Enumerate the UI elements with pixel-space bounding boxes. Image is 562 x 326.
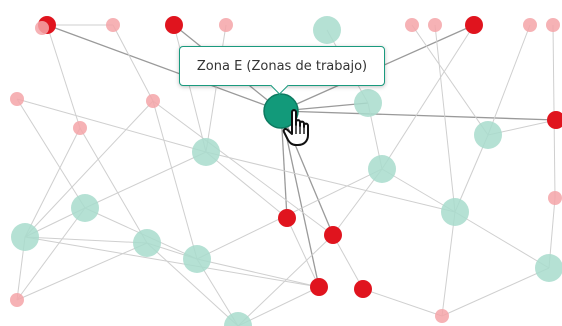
graph-edge: [46, 24, 81, 129]
graph-edge: [280, 110, 557, 121]
graph-node-n-selected[interactable]: [263, 93, 299, 129]
graph-edge: [173, 24, 207, 153]
graph-node-n-red-mid-2[interactable]: [324, 226, 342, 244]
graph-node-n-top-red-1[interactable]: [165, 16, 183, 34]
graph-edge: [112, 24, 154, 102]
graph-node-n-pink-bl[interactable]: [10, 293, 24, 307]
graph-node-n-teal-left-1[interactable]: [71, 194, 99, 222]
graph-edge: [24, 127, 81, 238]
graph-edge: [205, 24, 227, 153]
hand-pointer-icon: [282, 109, 309, 146]
graph-node-n-teal-right-3[interactable]: [441, 198, 469, 226]
node-tooltip: Zona E (Zonas de trabajo): [179, 46, 385, 95]
graph-edge: [237, 234, 334, 326]
graph-edge: [286, 217, 320, 288]
graph-nodes: [10, 16, 562, 326]
graph-edge: [24, 100, 154, 238]
graph-node-n-teal-mid-1[interactable]: [192, 138, 220, 166]
graph-edge: [146, 242, 239, 326]
graph-node-n-left-pink-2[interactable]: [73, 121, 87, 135]
graph-edge: [434, 24, 456, 213]
graph-edge: [237, 286, 320, 326]
graph-node-n-teal-mid-2[interactable]: [133, 229, 161, 257]
graph-node-n-top-red-2[interactable]: [465, 16, 483, 34]
graph-node-n-red-bot-2[interactable]: [354, 280, 372, 298]
graph-node-n-tl-pink-ghost[interactable]: [35, 21, 49, 35]
graph-edge: [16, 98, 86, 209]
graph-edge: [24, 236, 148, 244]
graph-node-n-teal-left-2[interactable]: [11, 223, 39, 251]
graph-edge: [381, 168, 456, 213]
graph-node-n-top-pink-3[interactable]: [405, 18, 419, 32]
graph-edge: [16, 207, 86, 301]
graph-node-n-red-mid-1[interactable]: [278, 209, 296, 227]
graph-node-n-teal-mid-3[interactable]: [183, 245, 211, 273]
graph-node-n-teal-right-1[interactable]: [354, 89, 382, 117]
graph-edge: [196, 258, 320, 288]
graph-edge: [332, 234, 364, 290]
graph-edge: [441, 267, 550, 317]
graph-node-n-top-pink-2[interactable]: [219, 18, 233, 32]
graph-edge: [205, 151, 288, 219]
graph-node-n-top-pink-6[interactable]: [546, 18, 560, 32]
graph-node-n-top-pink-4[interactable]: [428, 18, 442, 32]
graph-edge: [46, 24, 282, 112]
graph-edge: [16, 242, 148, 301]
graph-edge: [84, 151, 207, 209]
graph-node-n-top-pink-1[interactable]: [106, 18, 120, 32]
graph-node-n-top-pink-5[interactable]: [523, 18, 537, 32]
graph-node-n-pink-bot-r[interactable]: [435, 309, 449, 323]
graph-edge: [454, 211, 550, 269]
graph-edge: [411, 24, 489, 136]
graph-edge: [152, 100, 198, 260]
graph-node-n-pink-right-1[interactable]: [548, 191, 562, 205]
graph-edge: [381, 24, 475, 170]
graph-edge: [16, 98, 207, 153]
graph-node-n-left-pink-1[interactable]: [10, 92, 24, 106]
graph-node-n-teal-right-2[interactable]: [474, 121, 502, 149]
graph-node-n-pink-mid-1[interactable]: [146, 94, 160, 108]
graph-node-n-teal-bot[interactable]: [224, 312, 252, 326]
graph-edge: [24, 236, 320, 288]
graph-node-n-red-bot-1[interactable]: [310, 278, 328, 296]
graph-node-n-teal-center-r[interactable]: [368, 155, 396, 183]
tooltip-label: Zona E (Zonas de trabajo): [196, 58, 368, 74]
graph-node-n-top-teal[interactable]: [313, 16, 341, 44]
graph-edge: [487, 24, 531, 136]
graph-edge: [362, 288, 443, 317]
graph-edge: [152, 100, 334, 236]
graph-edge: [441, 211, 456, 317]
graph-node-n-teal-right-4[interactable]: [535, 254, 562, 282]
graph-node-n-right-red[interactable]: [547, 111, 562, 129]
graph-edge: [79, 127, 148, 244]
graph-edge: [205, 151, 456, 213]
